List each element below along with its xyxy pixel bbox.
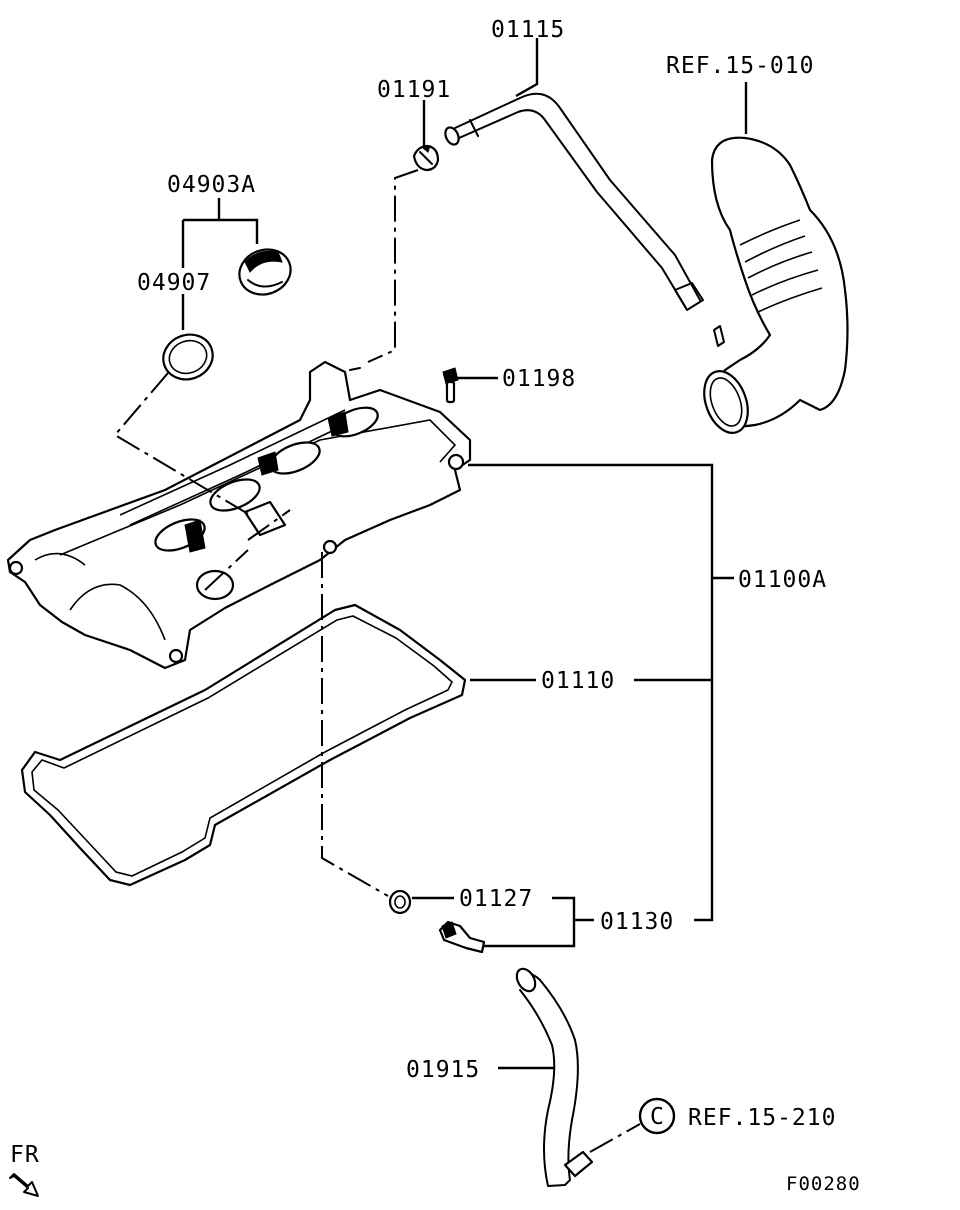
callout-01191: 01191 xyxy=(377,77,451,103)
o-ring-01127[interactable] xyxy=(388,889,412,915)
callout-04903a: 04903A xyxy=(167,172,256,198)
front-direction-indicator: FR xyxy=(9,1142,40,1197)
callout-04907: 04907 xyxy=(137,270,211,296)
callout-ref-15-010: REF.15-010 xyxy=(666,53,814,79)
callout-01915: 01915 xyxy=(406,1057,480,1083)
bolt-01198[interactable] xyxy=(442,367,459,404)
circle-c-label: C xyxy=(650,1104,665,1130)
filler-cap-gasket-04907[interactable] xyxy=(157,328,219,386)
fr-label: FR xyxy=(10,1142,40,1168)
callout-01110: 01110 xyxy=(541,668,615,694)
callout-01100a: 01100A xyxy=(738,567,827,593)
callout-01130: 01130 xyxy=(600,909,674,935)
pcv-hose-01915[interactable] xyxy=(513,966,594,1187)
breather-hose-01115[interactable] xyxy=(443,92,704,311)
hose-clamp-01191[interactable] xyxy=(412,144,440,172)
callout-01115: 01115 xyxy=(491,17,565,43)
pcv-valve[interactable] xyxy=(438,920,486,954)
rocker-cover-01100a[interactable] xyxy=(6,360,472,670)
front-arrow-icon xyxy=(9,1173,39,1197)
figure-code: F00280 xyxy=(786,1173,861,1195)
callout-ref-15-210: REF.15-210 xyxy=(688,1105,836,1131)
callout-01198: 01198 xyxy=(502,366,576,392)
rocker-cover-gasket-01110[interactable] xyxy=(20,603,467,887)
air-intake-hose-ref-15-010[interactable] xyxy=(696,136,849,439)
oil-filler-cap-04903a[interactable] xyxy=(233,242,297,301)
callout-01127: 01127 xyxy=(459,886,533,912)
